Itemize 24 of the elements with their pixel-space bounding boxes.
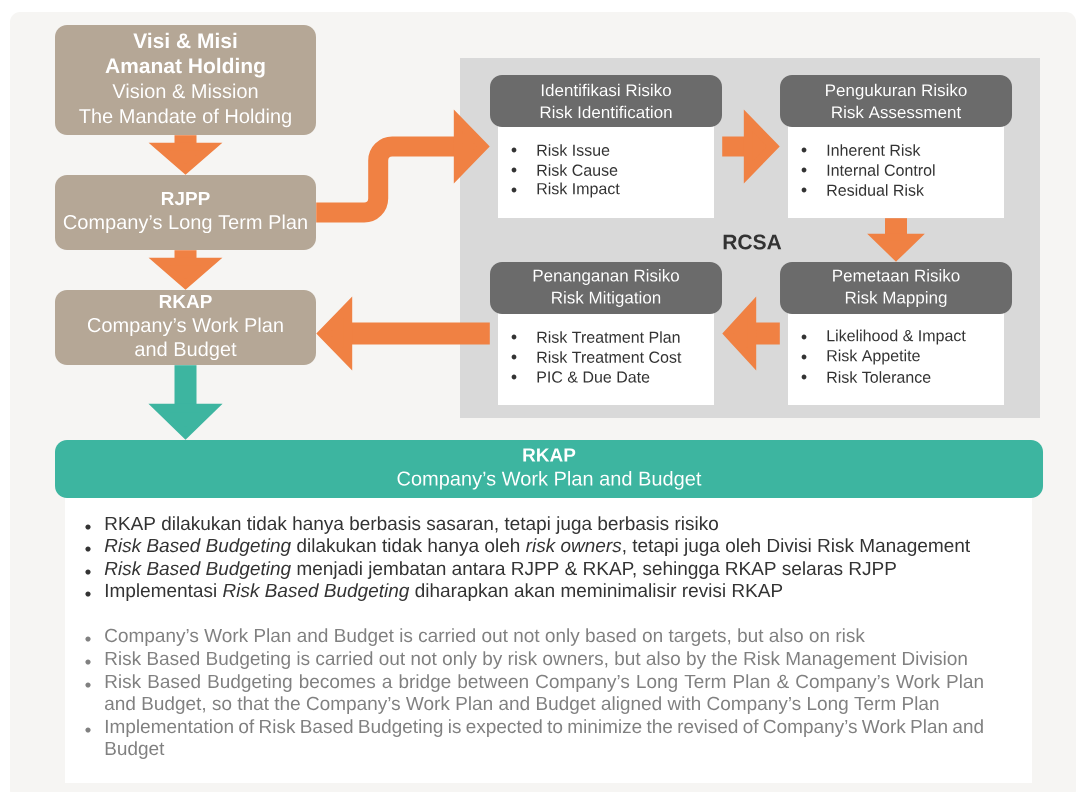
node-label: Risk Mapping <box>845 291 947 307</box>
process-box: Visi & Misi Amanat Holding Vision & Mission The Mandate of Holding <box>55 25 316 135</box>
risk-card: Pemetaan Risiko Risk Mapping Likelihood & Impact Risk Appetite Risk Tolerance <box>780 262 1012 405</box>
bullet-note: Risk Based Budgeting is carried out not only by risk owners, but also by the Risk Management Division <box>85 651 967 669</box>
node-label: Identifikasi Risiko <box>541 83 671 97</box>
node-label: Penanganan Risiko <box>533 269 679 285</box>
risk-card: Pengukuran Risiko Risk Assessment Inherent Risk Internal Control Residual Risk <box>780 75 1012 218</box>
risk-card: Identifikasi Risiko Risk Identification Risk Issue Risk Cause Risk Impact <box>490 75 722 218</box>
node-label: Risk Mitigation <box>552 291 661 307</box>
bullet-note: Company’s Work Plan and Budget is carried out not only based on targets, but also on risk <box>85 628 865 646</box>
risk-card: Penanganan Risiko Risk Mitigation Risk Treatment Plan Risk Treatment Cost PIC & Due Date <box>490 262 722 405</box>
bullet-note: Implementation of Risk Based Budgeting is expected to minimize the revised of Company’s Work Plan and Budget <box>85 719 983 759</box>
bullet-note: Risk Based Budgeting menjadi jembatan antara RJPP & RKAP, sehingga RKAP selaras RJPP <box>85 561 896 579</box>
bullet-note: Implementasi Risk Based Budgeting diharapkan akan meminimalisir revisi RKAP <box>85 583 783 601</box>
bullet-note: Risk Based Budgeting becomes a bridge between Company’s Long Term Plan & Company’s Work Plan and Budget, so that the Company’s Work Plan and Budget aligned with Company’s Long Term Plan <box>85 674 983 714</box>
bullet-note: Risk Based Budgeting dilakukan tidak hanya oleh risk owners, tetapi juga oleh Divisi Risk Management <box>85 538 970 556</box>
node-label: Risk Assessment <box>832 105 962 119</box>
process-box: RKAP Company’s Work Plan and Budget <box>55 440 1043 498</box>
node-label: Risk Identification <box>540 105 672 119</box>
process-box: RKAP Company’s Work Plan and Budget <box>55 290 316 365</box>
bullet-note: RKAP dilakukan tidak hanya berbasis sasaran, tetapi juga berbasis risiko <box>85 516 718 534</box>
process-box: RJPP Company’s Long Term Plan <box>55 175 316 250</box>
node-label: Pengukuran Risiko <box>826 83 967 100</box>
node-label: Pemetaan Risiko <box>833 269 960 282</box>
